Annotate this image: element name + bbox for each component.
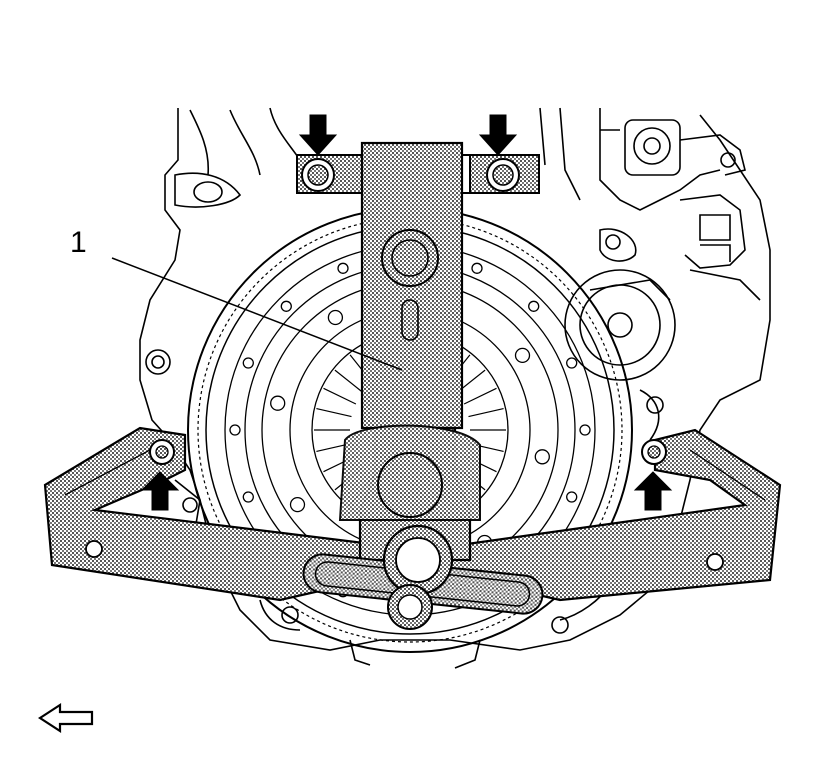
pressure-plate-hole [289,496,306,513]
callout-1 [111,257,403,371]
up-arrow-icon [140,471,180,511]
pressure-plate-hole [514,347,531,364]
right-lower-bolt [641,439,667,465]
pressure-plate-hole [270,395,286,411]
upper-right-bolt [486,158,520,192]
spoke [316,408,352,418]
bolt-hole [337,262,349,274]
spoke [323,387,357,405]
left-arrow-icon [37,702,94,734]
bolt-hole [528,300,540,312]
bolt-hole [566,357,578,369]
spoke [334,369,364,394]
indicator-arrows [140,114,673,511]
bolt-hole [566,491,578,503]
down-arrow-icon [298,114,338,156]
tool-lower-bracket [43,426,782,602]
bolt-hole [471,262,483,274]
callout-leader-line [111,257,403,371]
bolt-hole [242,491,254,503]
down-arrow-icon [478,114,518,156]
callout-number: 1 [70,226,87,259]
bolt-hole [280,300,292,312]
bolt-hole [242,357,254,369]
spoke [468,408,504,418]
flywheel-holding-tool [302,141,544,630]
upper-left-bolt [301,158,335,192]
up-arrow-icon [633,471,673,511]
bolt-hole [579,424,591,436]
left-lower-bolt [149,439,175,465]
engine-block [139,107,771,669]
spoke [463,387,497,405]
pressure-plate-hole [534,449,550,465]
bolt-hole [229,424,241,436]
pressure-plate-hole [327,309,344,326]
